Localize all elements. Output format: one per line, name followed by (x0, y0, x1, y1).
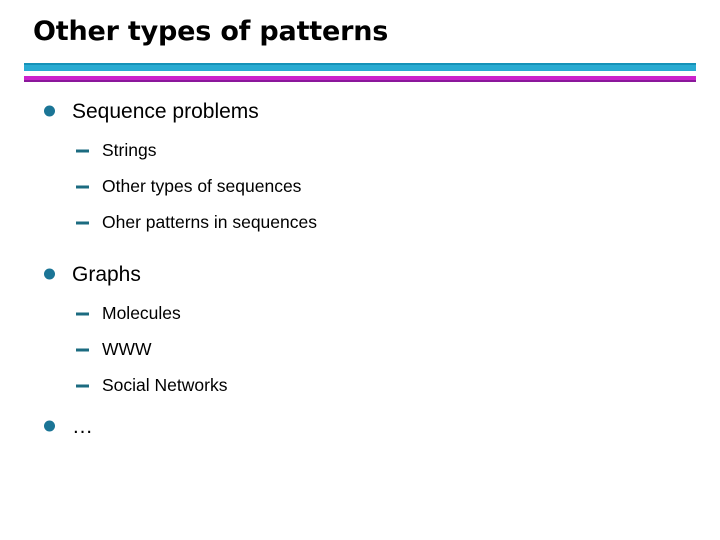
dash-marker-icon (76, 221, 89, 225)
sub-bullet-label: Strings (102, 140, 157, 161)
bullet-label: Graphs (72, 262, 141, 286)
sub-bullet-item-other-types-of-sequences: Other types of sequences (0, 169, 720, 205)
bullet-item-graphs: Graphs (0, 255, 720, 293)
sub-bullet-label: Other types of sequences (102, 176, 302, 197)
slide-body: Sequence problems Strings Other types of… (0, 92, 720, 445)
dash-marker-icon (76, 348, 89, 352)
sub-bullet-item-molecules: Molecules (0, 296, 720, 332)
sub-bullet-item-oher-patterns-in-sequences: Oher patterns in sequences (0, 205, 720, 241)
bullet-label: … (72, 414, 94, 438)
dash-marker-icon (76, 185, 89, 189)
bullet-dot-icon (44, 105, 55, 117)
divider-rule-magenta (24, 76, 696, 82)
sub-bullet-item-social-networks: Social Networks (0, 368, 720, 404)
page-title: Other types of patterns (33, 16, 389, 47)
title-divider (24, 63, 696, 82)
dash-marker-icon (76, 384, 89, 388)
sub-bullet-label: WWW (102, 339, 152, 360)
sub-bullet-label: Oher patterns in sequences (102, 212, 317, 233)
bullet-dot-icon (44, 420, 55, 432)
bullet-item-ellipsis: … (0, 407, 720, 445)
sub-bullet-item-www: WWW (0, 332, 720, 368)
divider-rule-cyan (24, 63, 696, 71)
bullet-label: Sequence problems (72, 99, 259, 123)
sub-bullet-label: Social Networks (102, 375, 228, 396)
sub-bullet-item-strings: Strings (0, 133, 720, 169)
bullet-item-sequence-problems: Sequence problems (0, 92, 720, 130)
sub-bullet-label: Molecules (102, 303, 181, 324)
bullet-dot-icon (44, 268, 55, 280)
spacer (0, 241, 720, 255)
dash-marker-icon (76, 149, 89, 153)
dash-marker-icon (76, 312, 89, 316)
